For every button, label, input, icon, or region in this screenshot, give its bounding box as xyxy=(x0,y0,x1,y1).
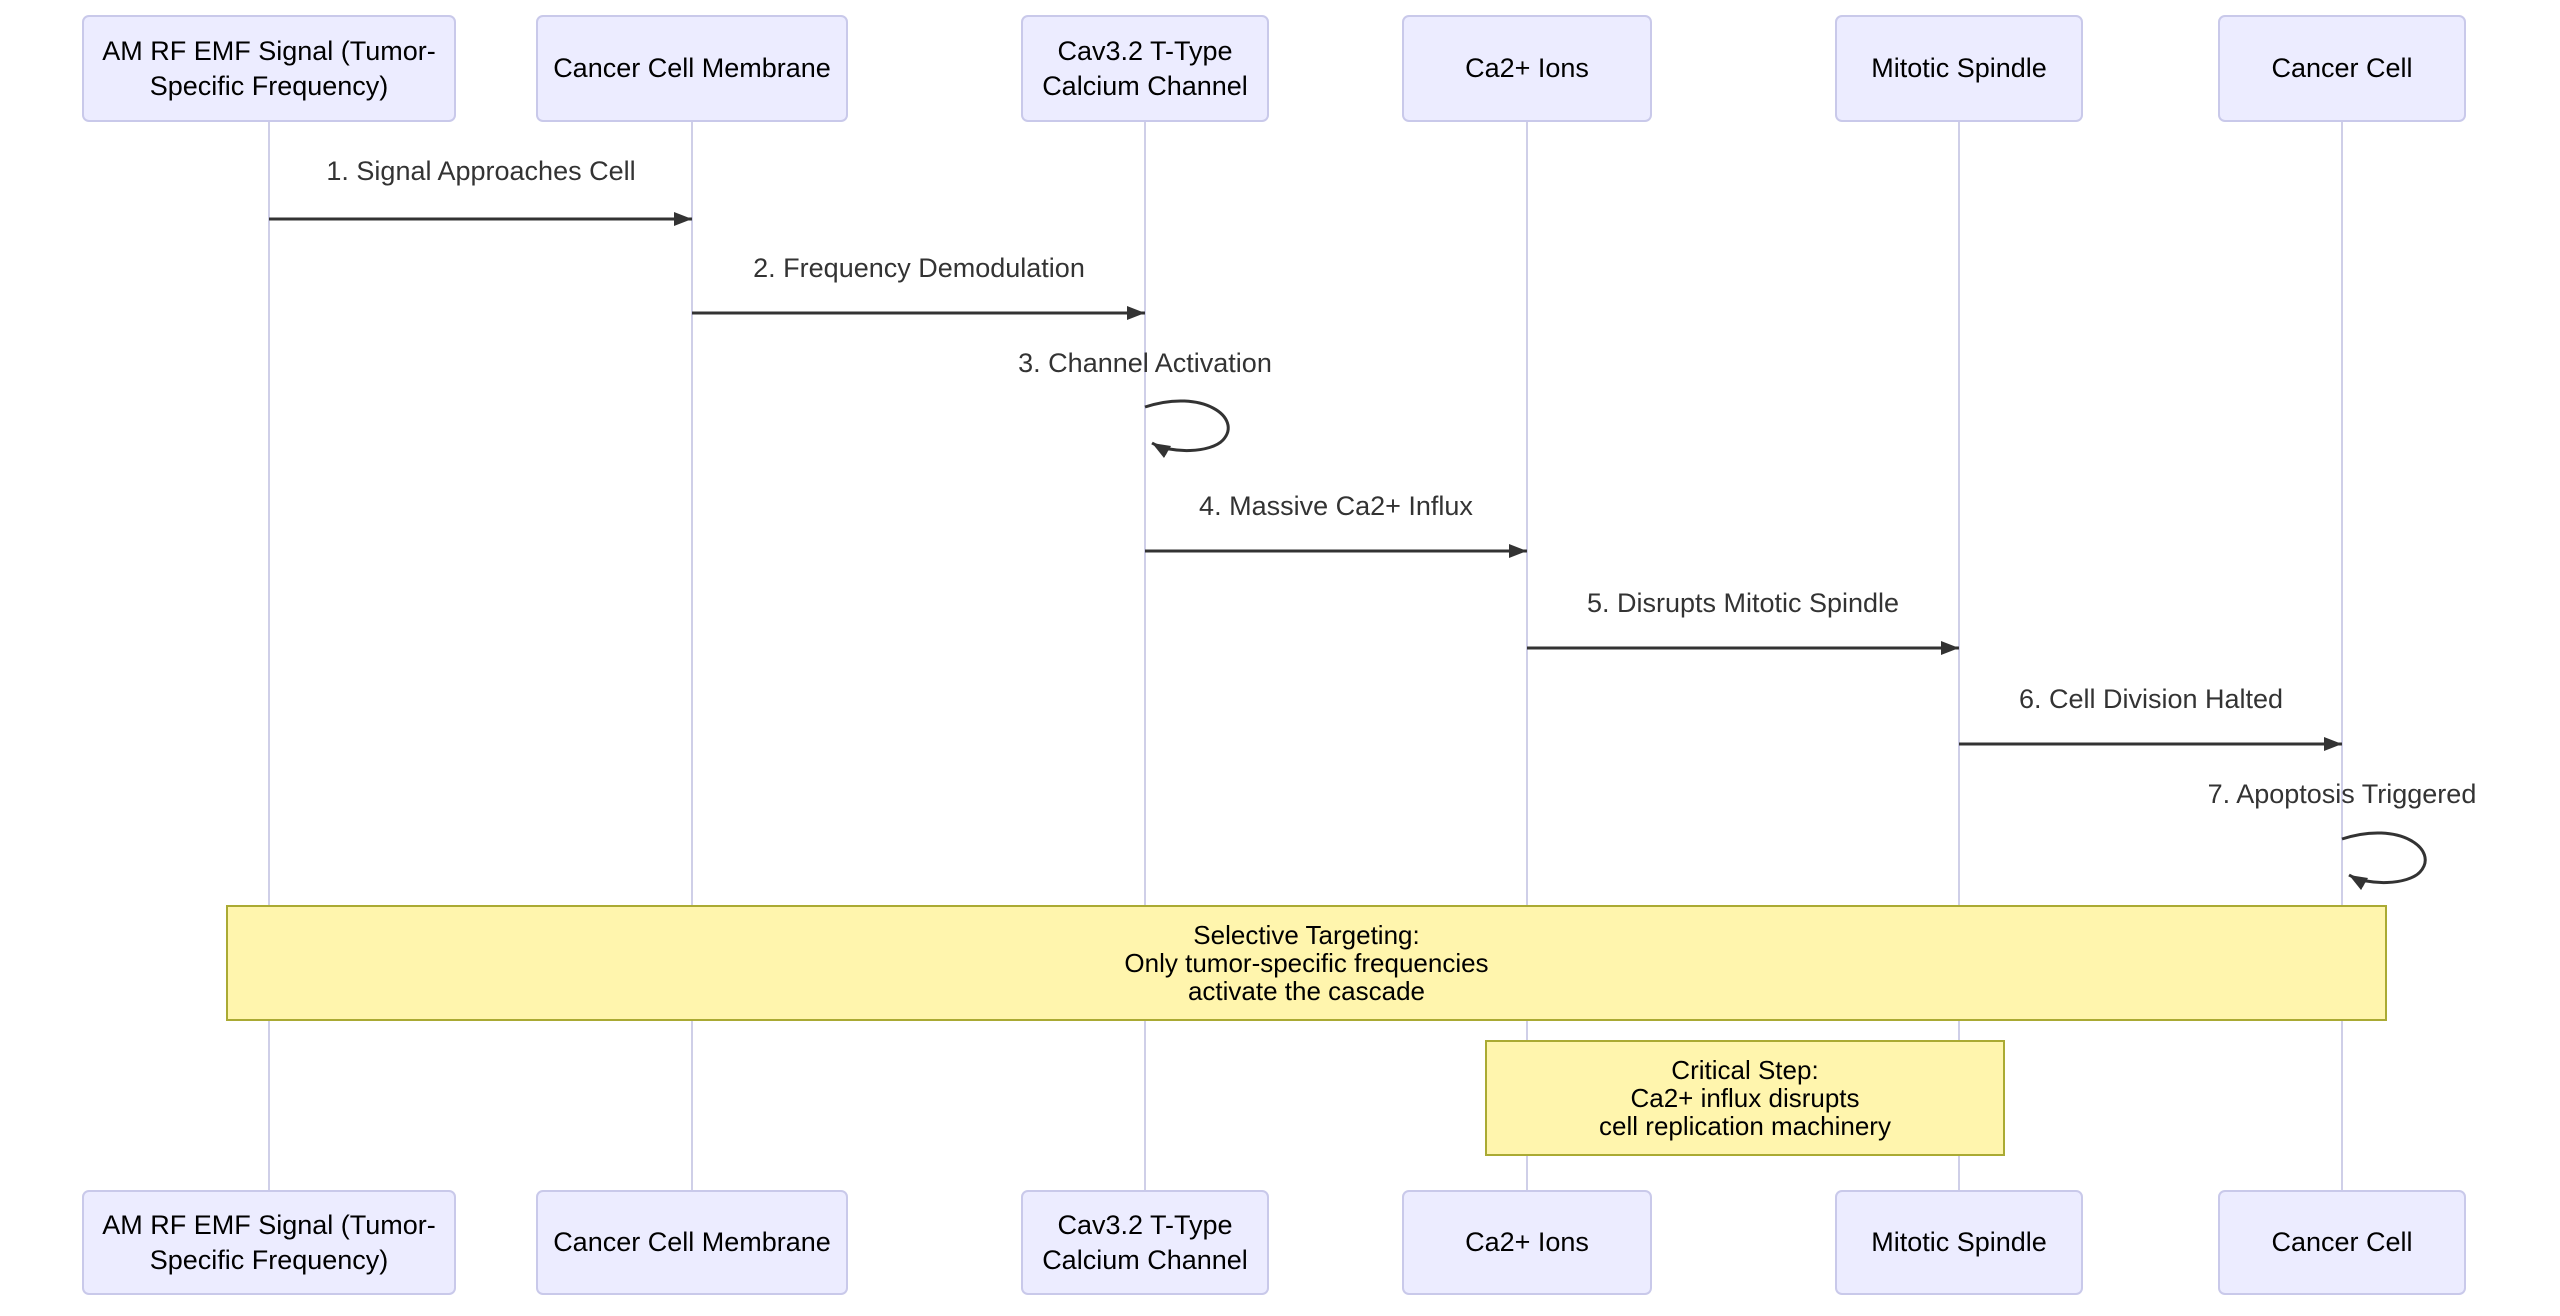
actor-top-cancer-cell: Cancer Cell xyxy=(2218,15,2466,122)
message-1-label: 1. Signal Approaches Cell xyxy=(326,156,636,186)
actor-label: Cancer Cell Membrane xyxy=(553,53,831,84)
actor-bottom-cav32-channel: Cav3.2 T-Type Calcium Channel xyxy=(1021,1190,1269,1295)
message-3-self-loop-arrow xyxy=(1144,399,1230,459)
note-line: Ca2+ influx disrupts xyxy=(1630,1083,1860,1113)
actor-bottom-mitotic-spindle: Mitotic Spindle xyxy=(1835,1190,2083,1295)
actor-label: AM RF EMF Signal (Tumor-Specific Frequen… xyxy=(102,1209,436,1275)
actor-bottom-cancer-cell: Cancer Cell xyxy=(2218,1190,2466,1295)
actor-top-am-rf-emf-signal: AM RF EMF Signal (Tumor-Specific Frequen… xyxy=(82,15,456,122)
note-line: Critical Step: xyxy=(1671,1055,1819,1085)
actor-top-cancer-cell-membrane: Cancer Cell Membrane xyxy=(536,15,848,122)
actor-top-mitotic-spindle: Mitotic Spindle xyxy=(1835,15,2083,122)
note-critical-step: Critical Step: Ca2+ influx disrupts cell… xyxy=(1485,1040,2005,1156)
message-7-self-loop-arrow xyxy=(2341,831,2427,891)
message-6-label: 6. Cell Division Halted xyxy=(2018,684,2284,714)
note-selective-targeting: Selective Targeting: Only tumor-specific… xyxy=(226,905,2387,1021)
actor-bottom-am-rf-emf-signal: AM RF EMF Signal (Tumor-Specific Frequen… xyxy=(82,1190,456,1295)
message-3-label: 3. Channel Activation xyxy=(1018,348,1272,378)
actor-label: Ca2+ Ions xyxy=(1465,1227,1589,1258)
note-line: Selective Targeting: xyxy=(1193,920,1420,950)
note-line: cell replication machinery xyxy=(1599,1111,1891,1141)
actor-top-cav32-channel: Cav3.2 T-Type Calcium Channel xyxy=(1021,15,1269,122)
actor-top-ca2-ions: Ca2+ Ions xyxy=(1402,15,1652,122)
actor-label: Ca2+ Ions xyxy=(1465,53,1589,84)
note-line: Only tumor-specific frequencies xyxy=(1124,948,1489,978)
actor-label: Cancer Cell xyxy=(2271,1227,2413,1258)
note-line: activate the cascade xyxy=(1187,976,1426,1006)
actor-label: Cancer Cell Membrane xyxy=(553,1227,831,1258)
actor-label: AM RF EMF Signal (Tumor-Specific Frequen… xyxy=(102,35,436,101)
message-5-label: 5. Disrupts Mitotic Spindle xyxy=(1586,588,1900,618)
actor-bottom-ca2-ions: Ca2+ Ions xyxy=(1402,1190,1652,1295)
message-2-label: 2. Frequency Demodulation xyxy=(753,253,1085,283)
message-4-label: 4. Massive Ca2+ Influx xyxy=(1199,491,1473,521)
actor-label: Cav3.2 T-Type Calcium Channel xyxy=(1042,1209,1248,1275)
actor-label: Mitotic Spindle xyxy=(1871,53,2047,84)
actor-label: Cancer Cell xyxy=(2271,53,2413,84)
message-7-label: 7. Apoptosis Triggered xyxy=(2207,779,2477,809)
actor-label: Cav3.2 T-Type Calcium Channel xyxy=(1042,35,1248,101)
actor-bottom-cancer-cell-membrane: Cancer Cell Membrane xyxy=(536,1190,848,1295)
actor-label: Mitotic Spindle xyxy=(1871,1227,2047,1258)
